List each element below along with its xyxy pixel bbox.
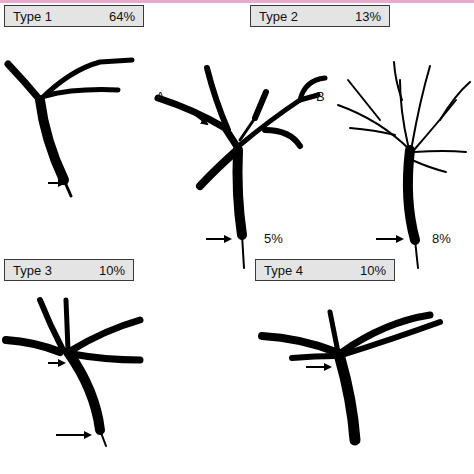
percentage: 13% [355, 9, 381, 24]
percentage-label: 8% [432, 231, 451, 246]
percentage: 10% [99, 263, 125, 278]
type-label-box: Type 3 10% [4, 259, 134, 281]
subtype-letter: B [316, 89, 325, 104]
percentage: 64% [109, 9, 135, 24]
subtype-letter: A [156, 89, 165, 104]
type-label-box: Type 4 10% [255, 259, 395, 281]
type-name: Type 1 [13, 9, 52, 24]
type-label-box: Type 1 64% [4, 5, 144, 27]
type-name: Type 2 [259, 9, 298, 24]
type-name: Type 3 [13, 263, 52, 278]
percentage-label: 5% [264, 231, 283, 246]
pointer-arrows [48, 106, 402, 435]
type-name: Type 4 [264, 263, 303, 278]
type-label-box: Type 2 13% [250, 5, 390, 27]
percentage: 10% [360, 263, 386, 278]
